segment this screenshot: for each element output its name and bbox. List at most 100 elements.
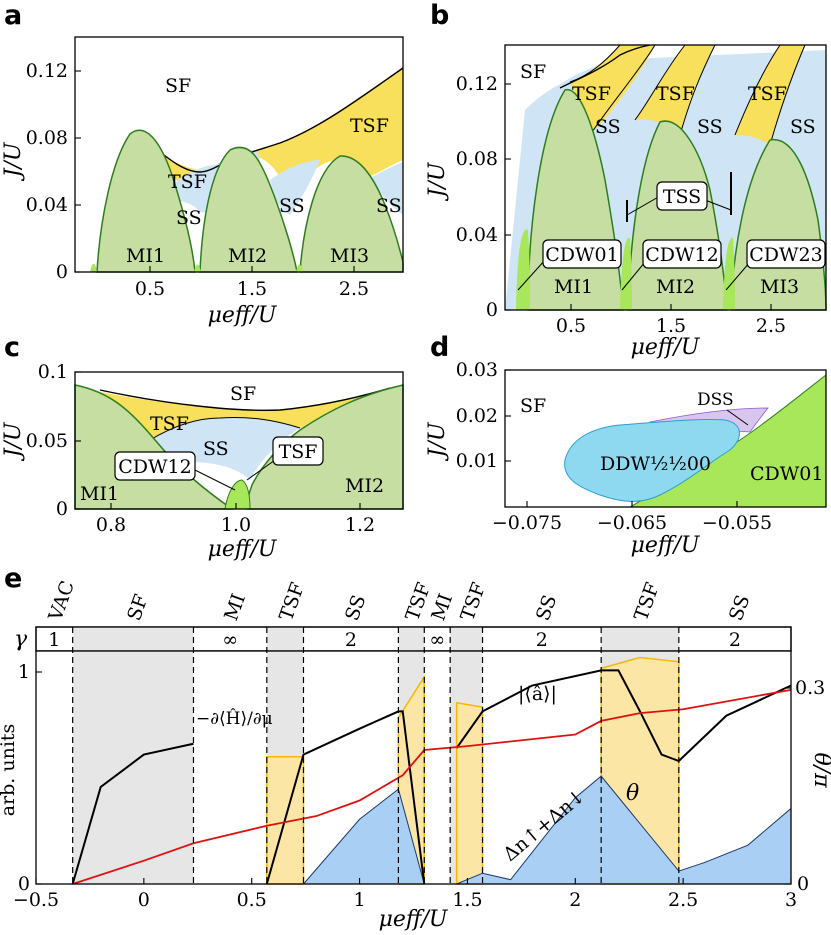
xtick-d-1: −0.075 <box>492 512 562 534</box>
xlabel-a: μeff/U <box>208 303 278 328</box>
a-curve-0 <box>71 742 194 885</box>
ytick-d-1: 0.01 <box>456 450 498 472</box>
region-label-mi3-b: MI3 <box>760 276 799 298</box>
red-curve <box>72 688 792 885</box>
phase-label-8: SS <box>532 592 561 624</box>
curve-label-a: |⟨â⟩| <box>518 683 557 705</box>
ylabel-c: J/U <box>1 421 26 461</box>
ylabel-d: J/U <box>425 421 450 461</box>
gray-band-gamma-9 <box>601 627 679 651</box>
xtick-e-5: 2 <box>569 889 581 911</box>
lobe-mi3-a <box>299 155 404 273</box>
panel-a-axes: 0.5 1.5 2.5 0 0.04 0.08 0.12 μeff/U J/U <box>1 60 369 328</box>
region-ss-a3 <box>370 162 403 215</box>
phase-label-9: TSF <box>630 580 664 624</box>
region-label-mi1-c: MI1 <box>80 483 119 505</box>
panel-a-plot: SF TSF TSF SS SS SS MI1 MI2 MI3 <box>74 36 404 273</box>
panel-label-d: d <box>430 332 449 363</box>
ytick-e-right-0: 0 <box>797 873 809 895</box>
panel-d-axes: −0.075 −0.065 −0.055 0.01 0.02 0.03 μeff… <box>425 359 772 558</box>
sliver-cdw12-c <box>224 479 251 510</box>
lobe-mi1-c <box>74 384 235 510</box>
ytick-a-3: 0.08 <box>26 127 68 149</box>
sliver-cdw-a1 <box>90 263 97 272</box>
ytick-e-right-1: 0.3 <box>795 677 825 699</box>
ylabel-e-right: θ/π <box>809 752 831 788</box>
ytick-b-3: 0.08 <box>456 148 498 170</box>
lobe-mi2-a <box>199 146 298 273</box>
panel-d-plot: SF DDW½½00 CDW01 DSS <box>504 369 827 508</box>
panel-label-b: b <box>430 0 449 31</box>
region-label-mi2-a: MI2 <box>228 245 267 267</box>
region-label-tsf-b3: TSF <box>748 83 787 105</box>
xtick-b-2: 1.5 <box>656 315 686 337</box>
gamma-value-8: 2 <box>536 629 548 651</box>
box-tsf-c: TSF <box>279 441 318 463</box>
region-label-ss-a3: SS <box>376 195 402 217</box>
region-label-mi3-a: MI3 <box>330 245 369 267</box>
a-curve-1 <box>265 710 426 885</box>
panel-b-axes: 0.5 1.5 2.5 0 0.04 0.08 0.12 μeff/U J/U <box>425 73 786 360</box>
phase-label-3: TSF <box>275 580 309 624</box>
stripe-tsf-b1 <box>570 45 655 135</box>
xlabel-c: μeff/U <box>208 537 278 562</box>
region-label-sf-c: SF <box>230 383 256 405</box>
xtick-e-3: 1 <box>354 889 366 911</box>
curve-label-theta: θ <box>626 781 639 806</box>
curves-e <box>71 656 792 885</box>
xtick-c-3: 1.2 <box>345 514 375 536</box>
ytick-b-4: 0.12 <box>456 73 498 95</box>
box-cdw12-b: CDW12 <box>645 244 718 266</box>
ytick-e-left-0: 0 <box>18 873 30 895</box>
panel-c-axes: 0.8 1.0 1.2 0 0.05 0.1 μeff/U J/U <box>1 361 375 562</box>
sliver-cdw12-b <box>620 237 632 310</box>
gamma-value-2: ∞ <box>222 629 238 651</box>
sliver-cdw01-b <box>516 229 530 310</box>
ytick-e-left-1: 1 <box>18 661 30 683</box>
box-tss-b: TSS <box>663 186 701 208</box>
box-cdw23-b: CDW23 <box>749 244 822 266</box>
sliver-cdw23-b <box>723 237 735 310</box>
phase-label-4: SS <box>341 592 370 624</box>
gray-band-gamma-7 <box>450 627 483 651</box>
ytick-c-2: 0.05 <box>26 430 68 452</box>
ytick-b-1: 0 <box>486 299 498 321</box>
phase-label-7: TSF <box>456 580 490 624</box>
sliver-cdw-a3 <box>296 264 303 272</box>
panel-label-e: e <box>4 563 22 594</box>
region-label-mi2-c: MI2 <box>345 475 384 497</box>
xtick-a-1: 0.5 <box>135 278 165 300</box>
panel-c-plot: SF TSF SS MI1 MI2 CDW12 TSF <box>74 371 404 510</box>
phase-label-10: SS <box>725 592 754 624</box>
sliver-cdw-a2 <box>194 264 201 272</box>
lobe-mi1-a <box>96 129 196 273</box>
dn-area <box>302 775 792 885</box>
box-dss-d: DSS <box>697 390 734 410</box>
panel-b-plot: SF TSF TSF TSF SS SS SS MI1 MI2 MI3 TSS … <box>504 44 827 311</box>
stripe-tsf-b3 <box>735 45 805 145</box>
region-label-tsf-b1: TSF <box>572 83 611 105</box>
box-cdw12-c: CDW12 <box>118 456 191 478</box>
xtick-e-1: 0 <box>138 889 150 911</box>
region-label-sf-d: SF <box>520 395 546 417</box>
phase-label-0: VAC <box>44 578 79 625</box>
ylabel-b: J/U <box>425 161 450 201</box>
phase-label-1: SF <box>123 592 153 624</box>
xtick-a-2: 1.5 <box>237 278 267 300</box>
region-label-ddw-d: DDW½½00 <box>600 453 711 475</box>
region-ddw-d <box>564 418 740 502</box>
panel-a: a SF TSF TSF SS SS SS MI1 <box>1 0 404 328</box>
region-label-ss-a2: SS <box>279 195 305 217</box>
gray-band-1 <box>72 651 194 884</box>
xtick-e-0: −0.5 <box>13 889 59 911</box>
xtick-a-3: 2.5 <box>339 278 369 300</box>
region-label-ss-a1: SS <box>176 207 202 229</box>
gamma-value-4: 2 <box>345 629 357 651</box>
region-label-tsf-b2: TSF <box>656 83 695 105</box>
box-cdw01-b: CDW01 <box>545 244 618 266</box>
panel-b: b SF <box>425 0 827 360</box>
panel-label-c: c <box>4 332 20 363</box>
